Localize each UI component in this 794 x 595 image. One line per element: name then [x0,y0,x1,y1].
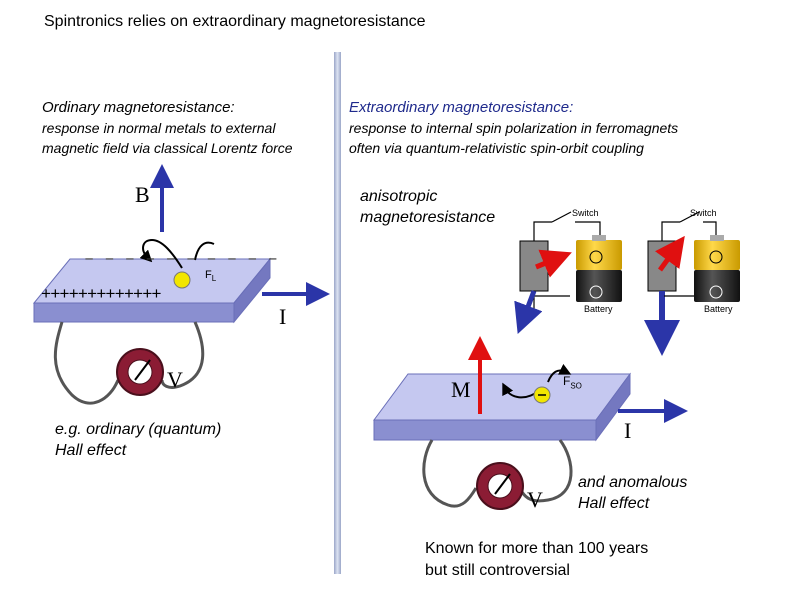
so-trajectory-right [547,363,572,383]
anomalous-hall-caption: and anomalous Hall effect [578,472,687,514]
ordinary-mr-description: response in normal metals to external ma… [42,118,293,158]
ordinary-mr-header: Ordinary magnetoresistance: [42,99,235,116]
battery-label-1: Battery [584,304,613,314]
electron-trajectory [139,238,183,269]
electron-path-right [194,241,215,261]
ahe-plate-top [373,373,631,421]
voltage-label-left: V [167,367,183,392]
positive-charge-row: +++++++++++++ [41,286,162,305]
spin-orbit-force-label: FSO [563,374,582,390]
ordinary-hall-caption-line-1: e.g. ordinary (quantum) [55,421,222,438]
extraordinary-mr-line-1: response to internal spin polarization i… [349,120,679,136]
voltage-label-right: V [527,487,543,512]
extraordinary-mr-line-2: often via quantum-relativistic spin-orbi… [349,140,644,156]
slide-title: Spintronics relies on extraordinary magn… [44,13,426,30]
current-label-left: I [279,304,287,329]
history-note: Known for more than 100 years but still … [425,538,648,582]
history-note-line-1: Known for more than 100 years [425,540,649,557]
hall-plate-side [233,257,271,324]
spin-orbit-force-subscript: SO [570,381,582,391]
b-field-label: B [135,182,150,207]
ordinary-hall-caption-line-2: Hall effect [55,442,127,459]
electron-charge [173,271,191,289]
battery-label-2: Battery [704,304,733,314]
amr-magnetization-2 [655,235,685,272]
voltmeter-needle-right [494,473,511,495]
amr-circuit-1 [514,211,622,335]
battery-1-bottom [576,270,622,302]
magnetization-label: M [451,377,471,402]
anomalous-hall-caption-line-2: Hall effect [578,495,650,512]
center-divider [334,52,341,574]
anomalous-hall-caption-line-1: and anomalous [578,474,688,491]
negative-charge-row: – – – – – – – – – – [84,250,278,269]
battery-2-top [694,240,740,270]
amr-label-line-1: anisotropic [360,188,438,205]
ahe-wire-left [422,439,478,508]
ordinary-mr-line-1: response in normal metals to external [42,120,276,136]
ahe-wire-right [520,439,573,503]
switch-label-1: Switch [572,208,599,218]
amr-magnetization-1 [535,249,572,278]
extraordinary-mr-header: Extraordinary magnetoresistance: [349,99,574,116]
amr-label: anisotropic magnetoresistance [360,186,495,228]
ordinary-mr-line-2: magnetic field via classical Lorentz for… [42,140,293,156]
lorentz-force-label: FL [205,269,216,283]
hall-plate-front [33,302,235,323]
lorentz-force-symbol: F [205,269,212,281]
voltmeter-needle-left [134,359,151,381]
battery-1-top [576,240,622,270]
ahe-plate-side [595,372,631,442]
voltmeter-wire-right [160,321,205,389]
amr-field-arrow-1 [514,290,543,335]
amr-circuit-2 [644,211,740,356]
extraordinary-mr-description: response to internal spin polarization i… [349,118,678,158]
voltmeter-wire-left [53,321,120,405]
history-note-line-2: but still controversial [425,562,570,579]
anomalous-hall-diagram [373,336,688,510]
ordinary-hall-diagram [32,164,330,405]
spin-orbit-force-symbol: F [563,374,571,388]
ahe-plate-front [373,419,597,441]
amr-label-line-2: magnetoresistance [360,209,496,226]
switch-label-2: Switch [690,208,717,218]
current-label-right: I [624,418,632,443]
ordinary-hall-caption: e.g. ordinary (quantum) Hall effect [55,419,221,461]
lorentz-force-subscript: L [211,274,217,284]
